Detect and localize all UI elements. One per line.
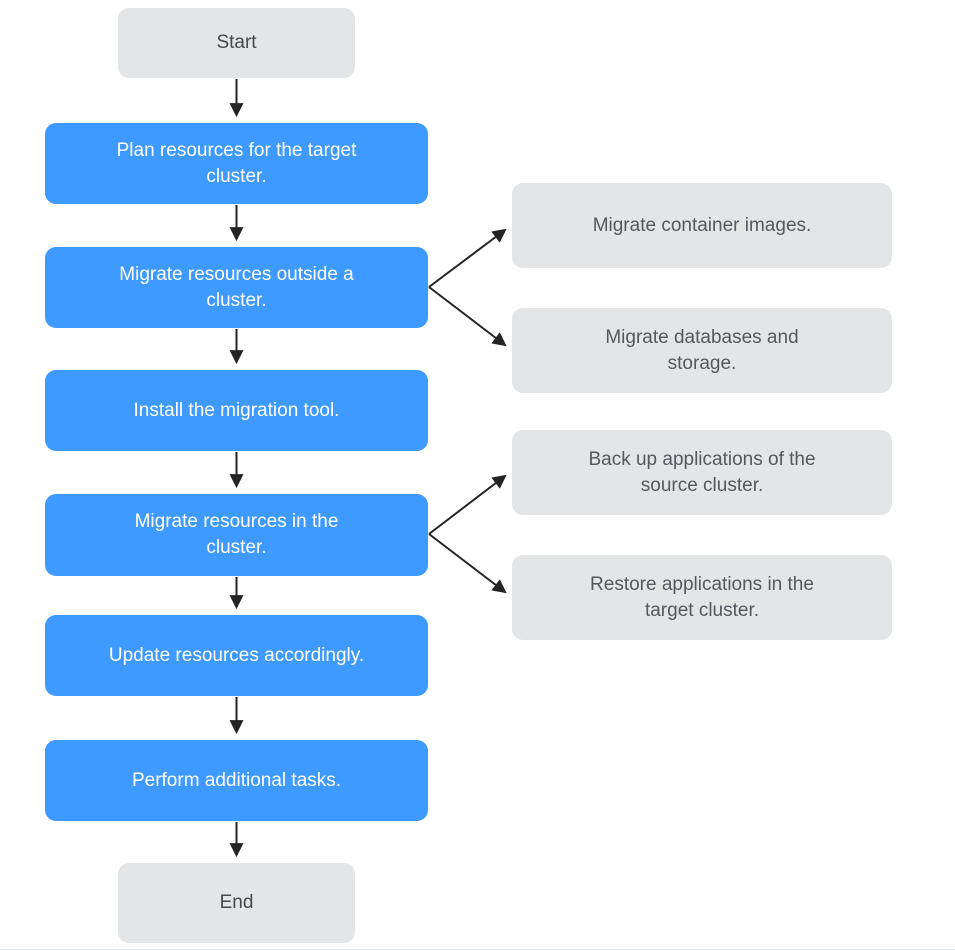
node-end: End <box>118 863 355 943</box>
node-migrate-container-images: Migrate container images. <box>512 183 892 268</box>
node-backup-applications: Back up applications of the source clust… <box>512 430 892 515</box>
arrow-step4-branch4 <box>428 533 507 594</box>
node-plan-resources: Plan resources for the target cluster. <box>45 123 428 204</box>
arrow-step2-branch1 <box>428 228 507 288</box>
arrow-step4-branch3 <box>428 474 507 535</box>
node-install-migration-tool: Install the migration tool. <box>45 370 428 451</box>
node-perform-additional-tasks: Perform additional tasks. <box>45 740 428 821</box>
node-start: Start <box>118 8 355 78</box>
node-migrate-outside-cluster: Migrate resources outside a cluster. <box>45 247 428 328</box>
node-restore-applications: Restore applications in the target clust… <box>512 555 892 640</box>
node-migrate-databases-storage: Migrate databases and storage. <box>512 308 892 393</box>
node-migrate-in-cluster: Migrate resources in the cluster. <box>45 494 428 576</box>
arrow-step2-branch2 <box>428 286 507 347</box>
node-update-resources: Update resources accordingly. <box>45 615 428 696</box>
